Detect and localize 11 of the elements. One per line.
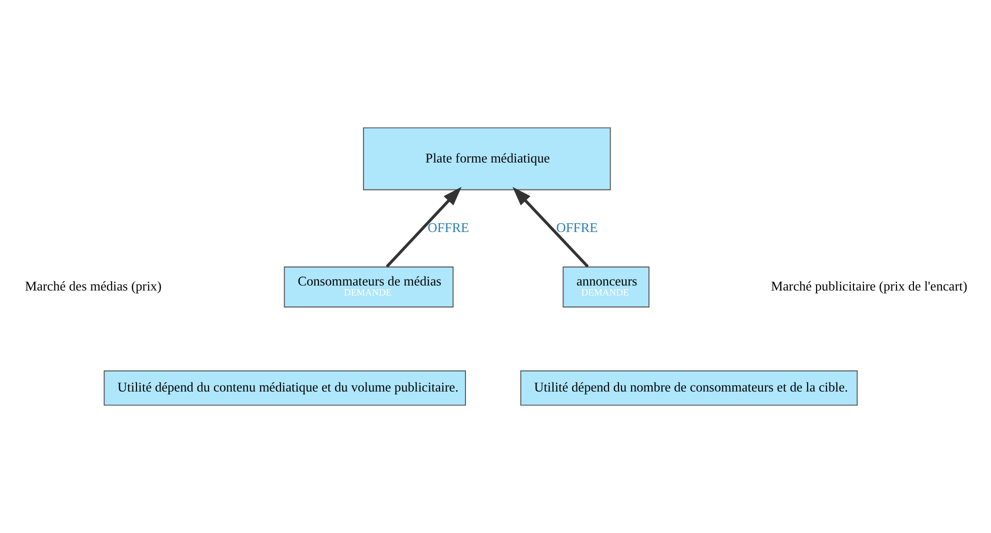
node-box: annonceurs DEMANDE xyxy=(562,266,650,308)
node-box: Utilité dépend du nombre de consommateurs et de la cible. xyxy=(520,370,858,406)
edge-label: OFFRE xyxy=(428,220,470,235)
node-box: Consommateurs de médias DEMANDE xyxy=(284,266,454,308)
node-box: Plate forme médiatique xyxy=(363,127,611,190)
edge-label: OFFRE xyxy=(556,220,598,235)
label: Marché des médias (prix) xyxy=(24,278,162,294)
arrow xyxy=(386,186,462,268)
label: Marché publicitaire (prix de l'encart) xyxy=(770,278,968,294)
arrow xyxy=(512,186,589,268)
node-box: Utilité dépend du contenu médiatique et du volume publicitaire. xyxy=(104,370,466,406)
